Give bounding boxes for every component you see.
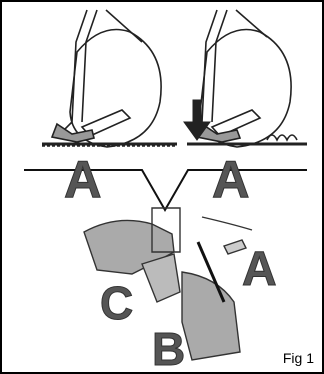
label-a-right: A — [212, 154, 250, 206]
label-a-bottom: A — [242, 246, 277, 294]
label-c: C — [100, 280, 133, 326]
figure-caption: Fig 1 — [283, 350, 314, 366]
left-machine-illustration — [42, 10, 177, 147]
label-b: B — [152, 326, 185, 372]
label-a-left: A — [64, 154, 102, 206]
